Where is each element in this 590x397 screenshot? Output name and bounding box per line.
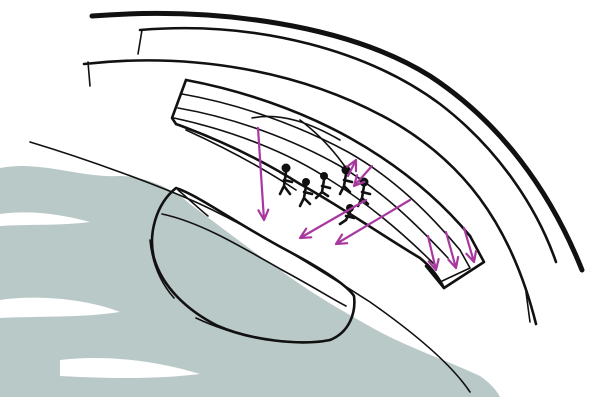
people-figures — [280, 164, 370, 225]
flow-arrow — [446, 232, 458, 268]
flow-arrow — [258, 128, 268, 220]
outer-arc-top-tick — [138, 30, 142, 54]
terrace-lower-ledge — [186, 130, 296, 190]
outer-arc-end-tick — [88, 62, 90, 86]
flow-arrow — [428, 236, 439, 270]
terrace-upper-edge — [186, 80, 470, 236]
person-figure — [316, 172, 330, 198]
person-figure — [300, 178, 312, 206]
water-wash — [0, 166, 500, 397]
terrace-fold — [300, 120, 346, 168]
